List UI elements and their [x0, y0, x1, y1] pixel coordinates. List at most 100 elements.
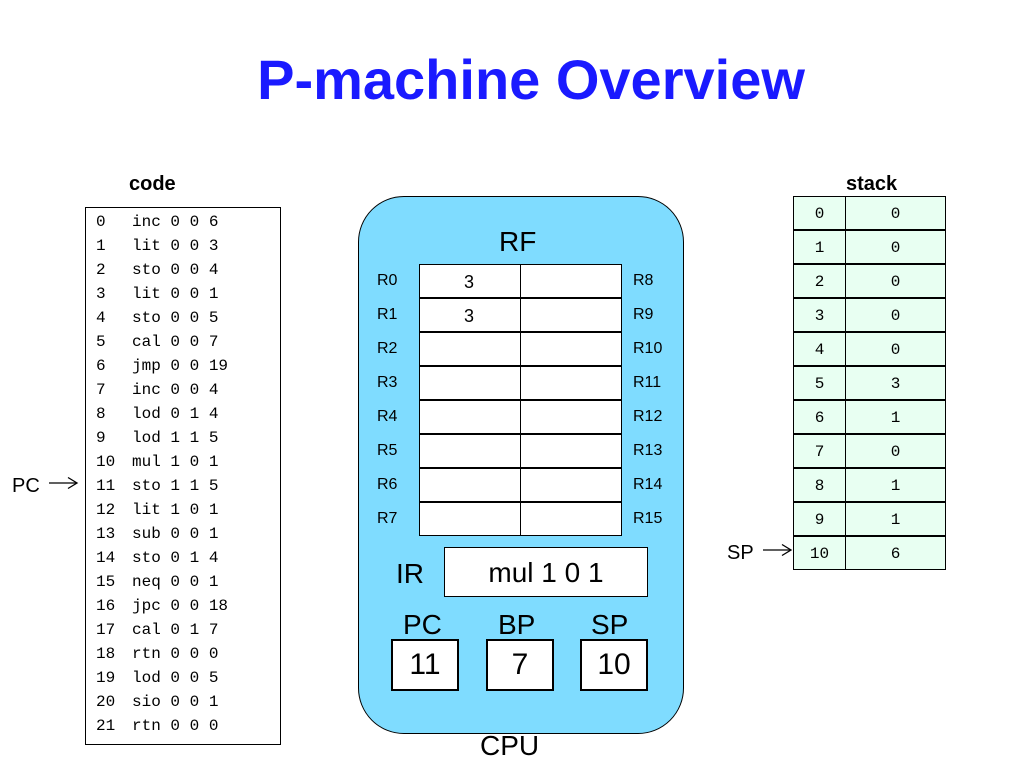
stack-value: 0: [845, 230, 946, 264]
stack-value: 0: [845, 434, 946, 468]
stack-value: 0: [845, 298, 946, 332]
register-name: R2: [377, 340, 398, 357]
code-line-number: 14: [96, 549, 116, 567]
stack-index: 0: [793, 196, 846, 230]
code-instruction: lod 1 1 5: [132, 429, 219, 447]
code-pc-label: PC: [12, 475, 40, 497]
code-instruction: inc 0 0 4: [132, 381, 219, 399]
register-cell: [419, 400, 521, 434]
code-instruction: lit 1 0 1: [132, 501, 219, 519]
register-cell: [419, 434, 521, 468]
code-line: 15 neq 0 0 1: [96, 570, 218, 594]
stack-value: 1: [845, 468, 946, 502]
code-line: 1 lit 0 0 3: [96, 234, 218, 258]
code-line-number: 7: [96, 381, 106, 399]
code-instruction: lit 0 0 3: [132, 237, 219, 255]
stack-header: stack: [846, 173, 898, 195]
stack-value: 1: [845, 502, 946, 536]
code-pc-arrow-icon: [49, 476, 79, 490]
stack-value: 3: [845, 366, 946, 400]
code-instruction: mul 1 0 1: [132, 453, 219, 471]
stack-sp-label: SP: [727, 542, 754, 564]
register-name: R5: [377, 442, 398, 459]
stack-index: 2: [793, 264, 846, 298]
code-line-number: 0: [96, 213, 106, 231]
page-title: P-machine Overview: [257, 48, 805, 111]
code-instruction: cal 0 1 7: [132, 621, 219, 639]
register-name: R4: [377, 408, 398, 425]
stack-index: 10: [793, 536, 846, 570]
code-line: 4 sto 0 0 5: [96, 306, 218, 330]
stack-value: 0: [845, 332, 946, 366]
stack-index: 7: [793, 434, 846, 468]
rf-label: RF: [499, 226, 537, 257]
register-cell: [520, 332, 622, 366]
code-line: 21 rtn 0 0 0: [96, 714, 218, 738]
code-line-number: 18: [96, 645, 116, 663]
code-line-number: 13: [96, 525, 116, 543]
code-instruction: inc 0 0 6: [132, 213, 219, 231]
ir-label: IR: [396, 558, 424, 589]
code-instruction: sto 0 0 5: [132, 309, 219, 327]
code-line-number: 15: [96, 573, 116, 591]
code-instruction: lod 0 0 5: [132, 669, 219, 687]
code-instruction: jmp 0 0 19: [132, 357, 229, 375]
stack-sp-arrow-icon: [763, 543, 793, 557]
stack-index: 3: [793, 298, 846, 332]
code-line-number: 1: [96, 237, 106, 255]
stack-value: 0: [845, 196, 946, 230]
register-cell: [520, 400, 622, 434]
code-instruction: neq 0 0 1: [132, 573, 219, 591]
register-name: R14: [633, 476, 663, 493]
sp-register-label: SP: [591, 609, 629, 640]
register-cell: [520, 502, 622, 536]
sp-register: 10: [580, 639, 648, 691]
stack-index: 9: [793, 502, 846, 536]
register-cell: 3: [419, 298, 521, 332]
code-instruction: jpc 0 0 18: [132, 597, 229, 615]
code-line-number: 2: [96, 261, 106, 279]
code-line-number: 11: [96, 477, 116, 495]
code-instruction: cal 0 0 7: [132, 333, 219, 351]
code-line-number: 21: [96, 717, 116, 735]
pc-register-label: PC: [403, 609, 442, 640]
stack-value: 1: [845, 400, 946, 434]
register-name: R3: [377, 374, 398, 391]
register-name: R13: [633, 442, 663, 459]
register-name: R0: [377, 272, 398, 289]
code-instruction: sio 0 0 1: [132, 693, 219, 711]
register-cell: [419, 468, 521, 502]
register-cell: [520, 366, 622, 400]
code-instruction: sto 0 1 4: [132, 549, 219, 567]
register-name: R12: [633, 408, 663, 425]
code-line-number: 9: [96, 429, 106, 447]
bp-register: 7: [486, 639, 554, 691]
register-name: R11: [633, 374, 662, 391]
code-line-number: 20: [96, 693, 116, 711]
register-name: R7: [377, 510, 398, 527]
code-instruction: rtn 0 0 0: [132, 717, 219, 735]
code-line: 9 lod 1 1 5: [96, 426, 218, 450]
code-line-number: 4: [96, 309, 106, 327]
pc-register: 11: [391, 639, 459, 691]
